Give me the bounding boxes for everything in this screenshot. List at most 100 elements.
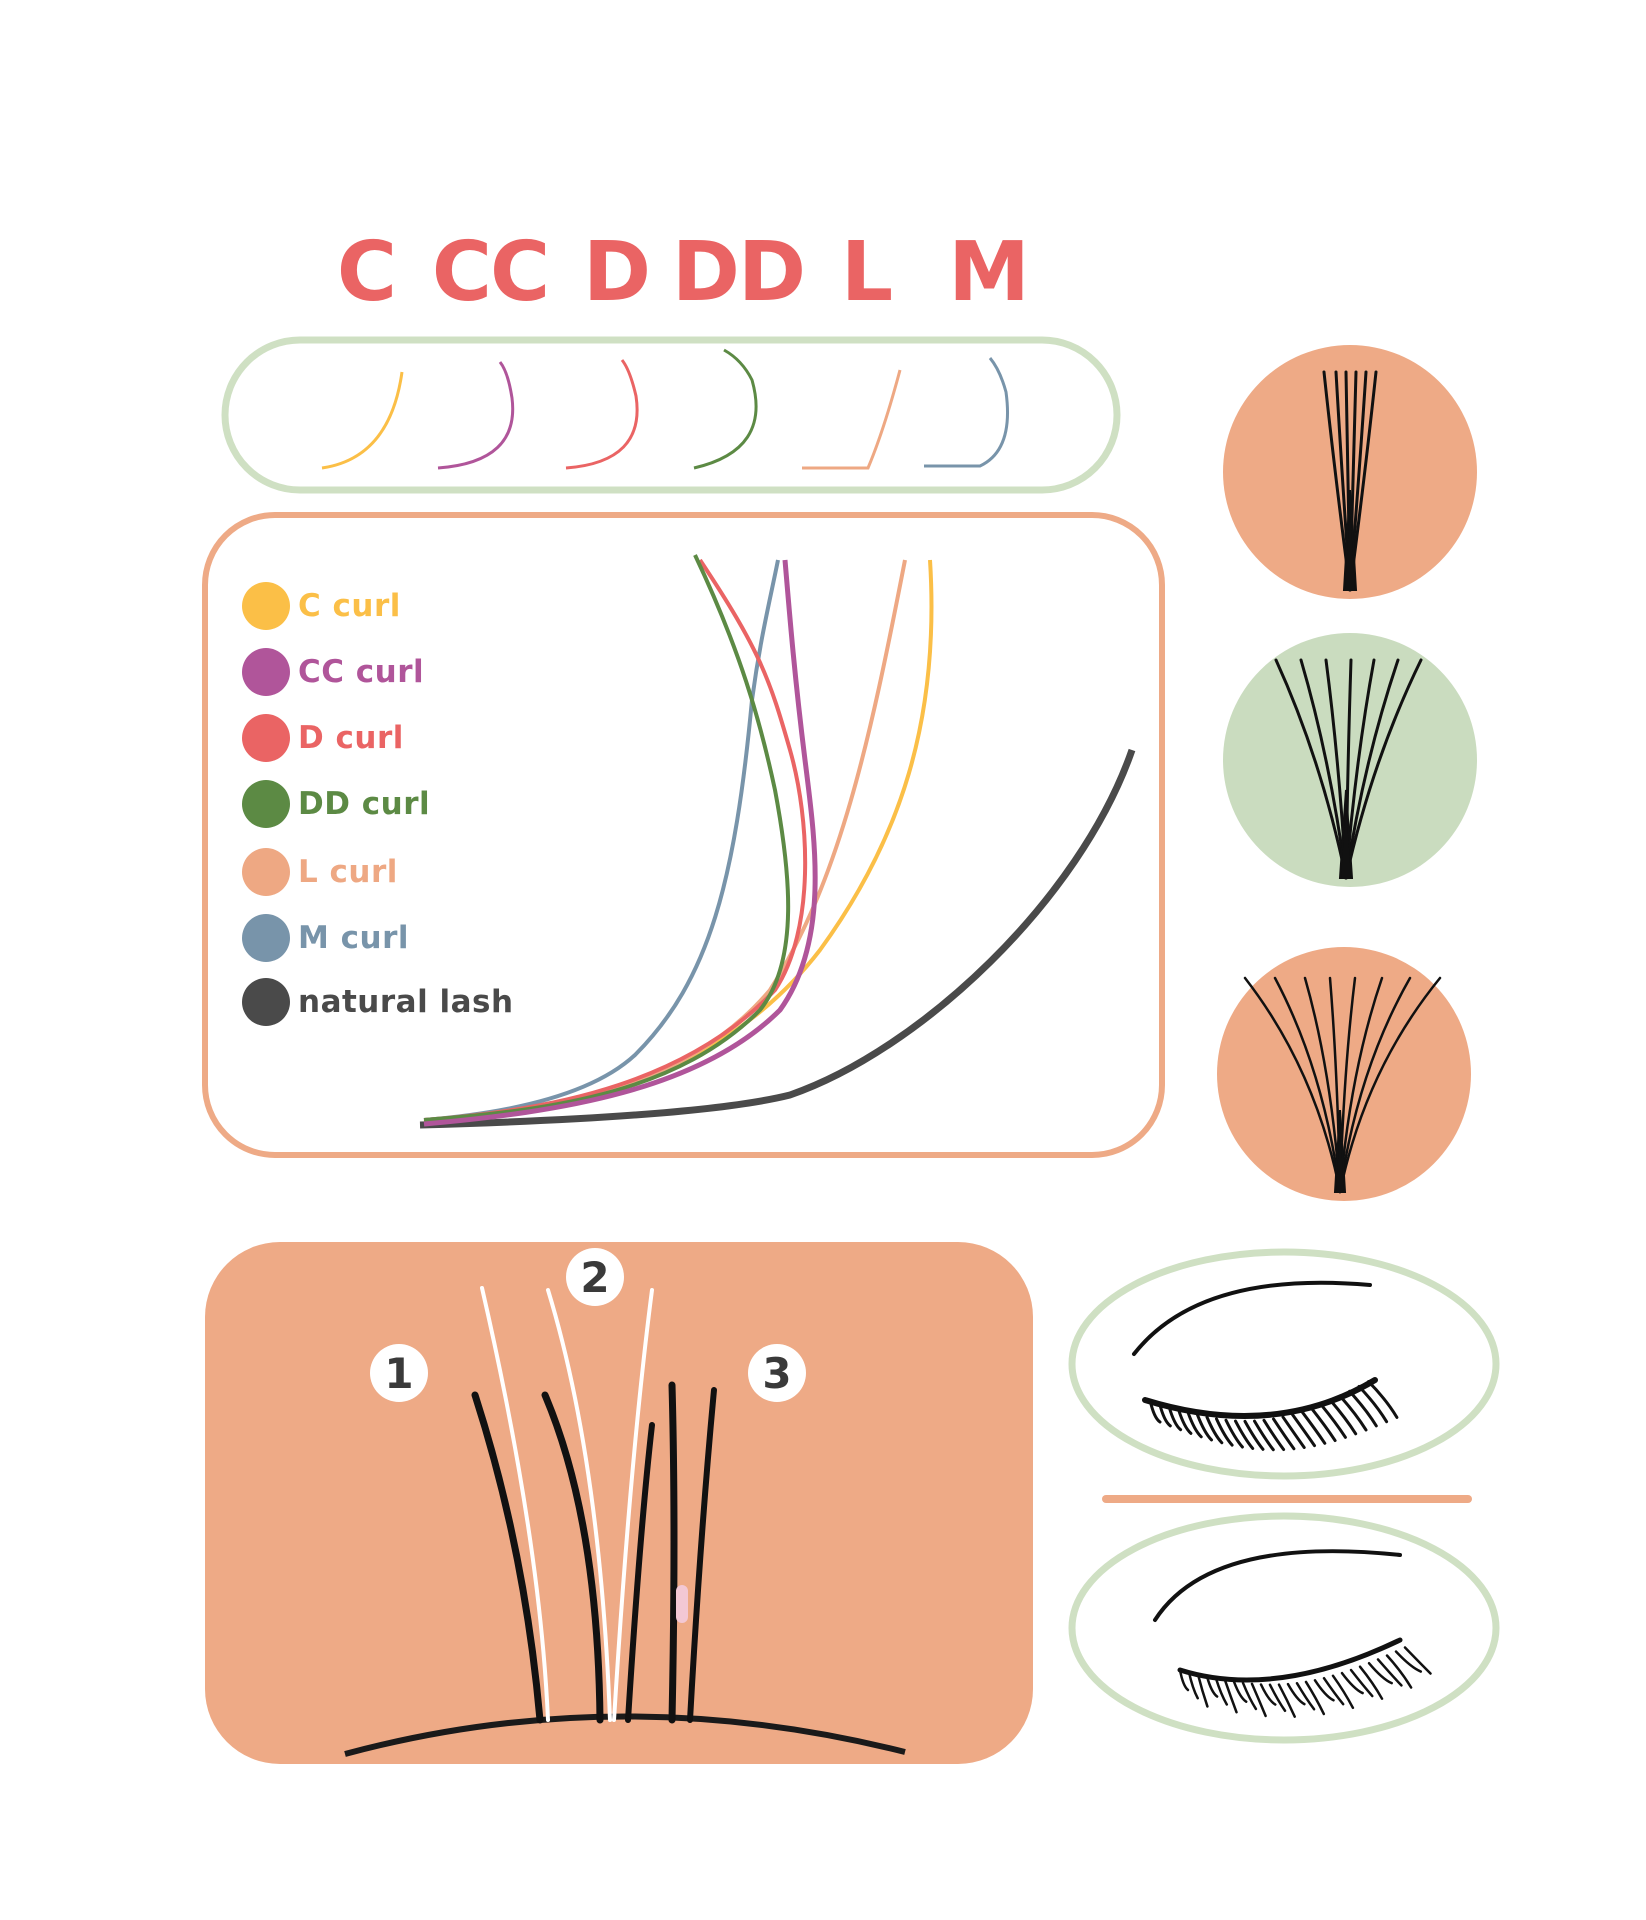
legend-item-m-curl: M curl	[242, 914, 409, 962]
eyelash	[1177, 1408, 1193, 1435]
legend-item-c-curl: C curl	[242, 582, 401, 630]
eyelash	[1205, 1675, 1219, 1698]
eyelash	[1253, 1419, 1275, 1452]
natural-lash-2b	[625, 1422, 655, 1723]
eyelash	[1259, 1683, 1277, 1706]
natural-lash-line	[419, 748, 1136, 1129]
eyelash	[1340, 1671, 1364, 1695]
legend-label: C curl	[298, 588, 401, 624]
eyelash	[1281, 1415, 1306, 1449]
cc-curl-line	[423, 559, 818, 1127]
legend-label: D curl	[298, 720, 404, 756]
fan-lash-strand	[1243, 976, 1342, 1194]
legend-label: natural lash	[298, 984, 514, 1020]
legend-dot	[242, 914, 290, 962]
fan-circle-bottom	[1217, 947, 1471, 1201]
eyelash	[1272, 1417, 1296, 1451]
skin-line	[344, 1713, 906, 1757]
eyelash	[1295, 1682, 1316, 1711]
eyelash	[1291, 1413, 1316, 1448]
adhesive-bond	[676, 1585, 688, 1623]
eyelash	[1241, 1681, 1258, 1711]
legend-dot	[242, 582, 290, 630]
legend-item-d-curl: D curl	[242, 714, 404, 762]
d-curl-line	[423, 558, 808, 1122]
fan-lash-strand	[1344, 658, 1423, 880]
natural-lash-2	[541, 1391, 604, 1724]
number-badge-1: 1	[370, 1344, 428, 1402]
legend-dot	[242, 714, 290, 762]
legend-dot	[242, 978, 290, 1026]
eyelash	[1262, 1418, 1286, 1452]
legend-dot	[242, 648, 290, 696]
natural-lash-3a	[668, 1381, 678, 1724]
eyebrow-bottom	[1153, 1549, 1402, 1622]
eyelash	[1329, 1398, 1358, 1436]
curl-strip-frame	[221, 336, 1121, 494]
eye-oval-top	[1068, 1248, 1500, 1480]
eyelash	[1232, 1680, 1248, 1703]
extension-lash-1	[480, 1286, 550, 1722]
legend-item-cc-curl: CC curl	[242, 648, 424, 696]
eyelash	[1331, 1674, 1355, 1710]
number-badge-3: 3	[748, 1344, 806, 1402]
eyelash	[1394, 1650, 1423, 1673]
eyelash	[1234, 1419, 1255, 1450]
eyelash	[1304, 1680, 1326, 1716]
eyelash	[1358, 1665, 1384, 1700]
eyelash	[1215, 1417, 1234, 1447]
legend-item-dd-curl: DD curl	[242, 780, 430, 828]
legend-label: M curl	[298, 920, 410, 956]
eyelid-bottom	[1177, 1637, 1403, 1683]
eyebrow-top	[1132, 1280, 1372, 1356]
eyelash	[1186, 1410, 1203, 1439]
legend-dot	[242, 848, 290, 896]
eyelash	[1178, 1668, 1190, 1692]
extension-lash-2a	[546, 1288, 612, 1722]
eyelash	[1376, 1658, 1403, 1687]
eyelash	[1322, 1676, 1345, 1706]
fan-lash-strand	[1273, 976, 1342, 1194]
curl-label-c: C	[336, 225, 397, 320]
eyelash	[1286, 1682, 1306, 1706]
fan-lash-strand	[1338, 976, 1412, 1194]
d-curl-sample	[565, 359, 639, 470]
curl-label-l: L	[840, 225, 893, 320]
eyelash	[1403, 1646, 1432, 1675]
eyelash	[1367, 1661, 1393, 1685]
eyelash	[1187, 1670, 1199, 1700]
fan-lash-strand	[1274, 658, 1348, 880]
curl-label-d: D	[582, 225, 651, 320]
legend-label: CC curl	[298, 654, 425, 690]
eyelash	[1310, 1406, 1337, 1443]
eyelash	[1348, 1389, 1378, 1428]
eyelash	[1243, 1419, 1265, 1451]
fan-base	[1342, 489, 1358, 591]
l-curl-sample	[802, 369, 902, 470]
legend-dot	[242, 780, 290, 828]
curl-label-cc: CC	[431, 225, 550, 320]
eyelash	[1250, 1682, 1267, 1718]
eyelash	[1158, 1401, 1172, 1428]
c-curl-sample	[321, 371, 404, 470]
extension-lash-2b	[612, 1288, 654, 1722]
dd-curl-sample	[693, 348, 758, 470]
legend-item-natural-lash: natural lash	[242, 978, 514, 1026]
m-curl-sample	[924, 357, 1010, 468]
fan-base	[1338, 789, 1354, 879]
eyelash	[1349, 1668, 1374, 1698]
legend-item-l-curl: L curl	[242, 848, 398, 896]
eyelash	[1385, 1654, 1413, 1689]
eyelash	[1313, 1679, 1335, 1702]
natural-lash-3b	[687, 1387, 717, 1723]
eyelash	[1357, 1384, 1389, 1424]
eyelash	[1319, 1403, 1347, 1439]
eyelash	[1338, 1394, 1368, 1432]
eyelash	[1196, 1673, 1209, 1708]
eyelash	[1214, 1677, 1229, 1706]
legend-label: DD curl	[298, 786, 431, 822]
m-curl-line	[423, 559, 780, 1122]
dd-curl-line	[423, 554, 791, 1122]
eyelash	[1300, 1410, 1327, 1445]
eyelash	[1167, 1404, 1183, 1432]
